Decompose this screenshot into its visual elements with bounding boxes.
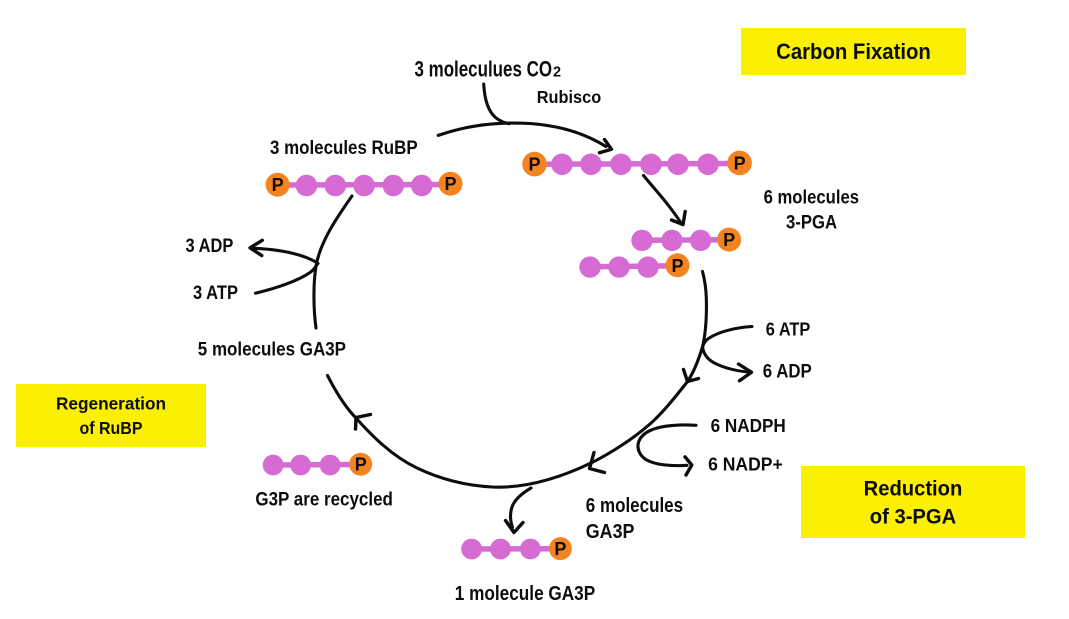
- svg-text:Regeneration: Regeneration: [56, 394, 166, 414]
- svg-text:of RuBP: of RuBP: [80, 418, 143, 438]
- svg-text:Rubisco: Rubisco: [537, 87, 602, 107]
- svg-text:3 molecules RuBP: 3 molecules RuBP: [270, 137, 418, 159]
- svg-text:6 ATP: 6 ATP: [766, 318, 811, 339]
- svg-text:3 moleculues CO: 3 moleculues CO: [415, 57, 553, 82]
- svg-text:5 molecules GA3P: 5 molecules GA3P: [198, 339, 346, 360]
- svg-text:P: P: [355, 455, 367, 475]
- svg-text:GA3P: GA3P: [586, 520, 635, 543]
- svg-text:6 NADPH: 6 NADPH: [711, 416, 786, 436]
- svg-text:P: P: [272, 175, 284, 195]
- svg-text:G3P are recycled: G3P are recycled: [255, 490, 393, 511]
- svg-text:3 ATP: 3 ATP: [193, 283, 238, 304]
- svg-text:6 ADP: 6 ADP: [763, 361, 812, 383]
- svg-text:P: P: [671, 256, 683, 276]
- svg-text:of 3-PGA: of 3-PGA: [870, 505, 957, 528]
- svg-text:Reduction: Reduction: [864, 477, 963, 500]
- svg-text:Carbon Fixation: Carbon Fixation: [776, 39, 931, 64]
- svg-text:3-PGA: 3-PGA: [786, 212, 837, 233]
- svg-text:2: 2: [553, 65, 561, 81]
- svg-text:P: P: [723, 230, 735, 250]
- svg-text:6 molecules: 6 molecules: [586, 494, 683, 517]
- svg-text:6 NADP+: 6 NADP+: [708, 454, 783, 475]
- svg-text:P: P: [734, 153, 746, 173]
- svg-text:3 ADP: 3 ADP: [186, 236, 234, 257]
- svg-text:6 molecules: 6 molecules: [764, 187, 860, 209]
- svg-text:P: P: [554, 539, 566, 559]
- svg-text:P: P: [444, 174, 456, 194]
- svg-text:1 molecule GA3P: 1 molecule GA3P: [455, 583, 595, 605]
- svg-text:P: P: [528, 155, 540, 175]
